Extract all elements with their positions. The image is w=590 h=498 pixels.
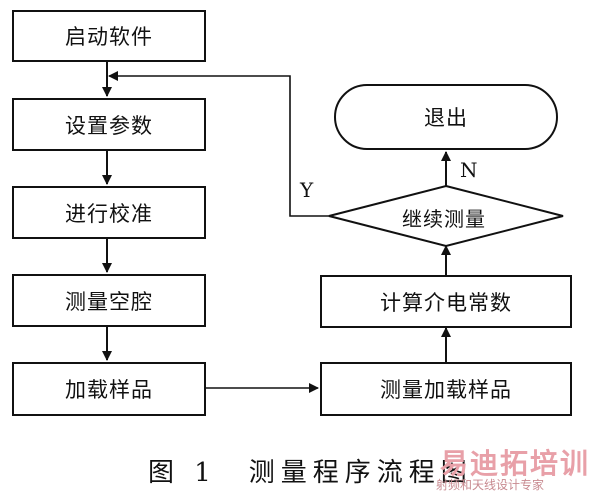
watermark-sub-text: 射频和天线设计专家 [436, 478, 545, 492]
step-load-sample: 加载样品 [12, 362, 206, 416]
step-measure-loaded-sample-label: 测量加载样品 [380, 378, 512, 402]
decision-diamond [328, 184, 564, 248]
watermark-main-text: 易迪拓培训 [440, 447, 590, 480]
branch-yes-label: Y [300, 178, 314, 202]
step-measure-empty-cavity-label: 测量空腔 [65, 289, 153, 314]
step-set-parameters-label: 设置参数 [65, 113, 153, 138]
step-measure-loaded-sample: 测量加载样品 [320, 362, 572, 416]
watermark-logo: 易迪拓培训 射频和天线设计专家 [432, 442, 588, 494]
step-start-software: 启动软件 [12, 10, 206, 62]
step-set-parameters: 设置参数 [12, 98, 206, 151]
step-start-software-label: 启动软件 [65, 25, 153, 49]
figure-caption: 图 1 测量程序流程图 [148, 458, 473, 488]
step-measure-empty-cavity: 测量空腔 [12, 274, 206, 327]
step-load-sample-label: 加载样品 [65, 378, 153, 402]
step-calibrate-label: 进行校准 [65, 201, 153, 226]
step-compute-dielectric-constant-label: 计算介电常数 [380, 290, 512, 315]
loop-back-line [108, 71, 329, 217]
terminal-exit-label: 退出 [424, 106, 468, 130]
step-compute-dielectric-constant: 计算介电常数 [320, 275, 572, 328]
decision-continue-measuring-label: 继续测量 [402, 207, 486, 231]
branch-no-label: N [460, 158, 478, 182]
terminal-exit: 退出 [334, 84, 558, 150]
step-calibrate: 进行校准 [12, 186, 206, 239]
